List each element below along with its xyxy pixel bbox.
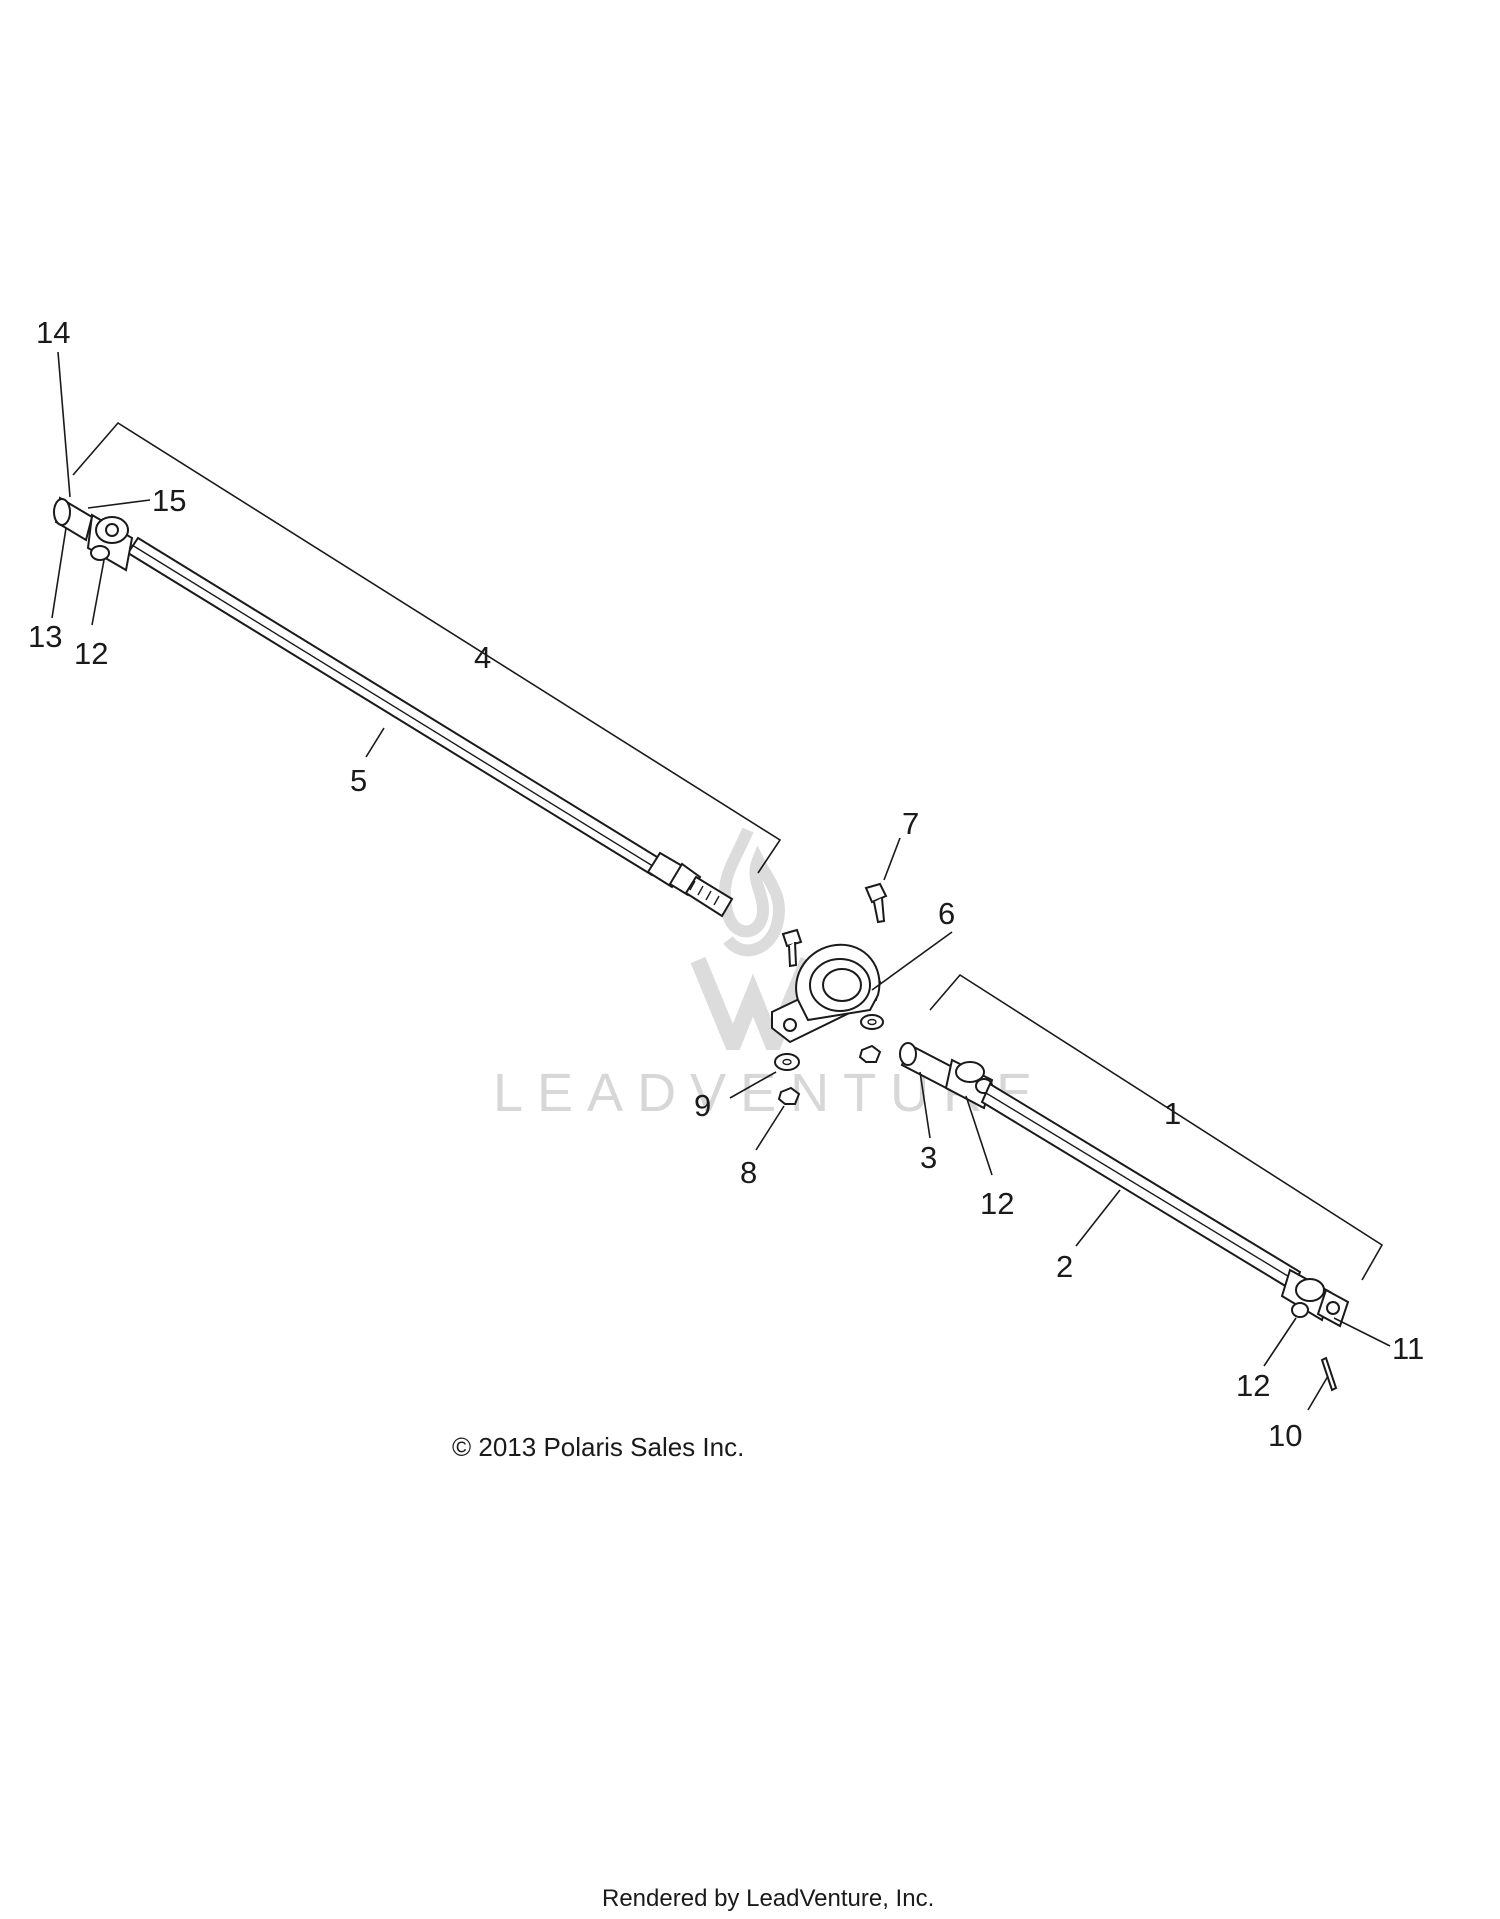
washer-left (774, 1053, 800, 1071)
leader-9 (729, 1071, 777, 1099)
leader-12c (1263, 1317, 1297, 1367)
callout-8: 8 (740, 1155, 757, 1190)
leader-7 (883, 837, 901, 881)
rear-driveshaft (899, 1042, 1350, 1328)
callout-7: 7 (902, 806, 919, 841)
assembly-bracket-4 (72, 421, 782, 874)
nut-right (858, 1044, 882, 1063)
leader-12b (965, 1095, 993, 1176)
bolt-left (781, 928, 803, 968)
callout-4: 4 (474, 640, 491, 675)
leader-2 (1075, 1189, 1121, 1247)
assembly-bracket-1 (929, 973, 1384, 1281)
copyright-notice: © 2013 Polaris Sales Inc. (452, 1432, 745, 1462)
callout-3: 3 (920, 1140, 937, 1175)
leader-10 (1307, 1375, 1329, 1411)
leader-8 (755, 1105, 785, 1151)
center-bearing (771, 943, 882, 1044)
callout-12a: 12 (74, 636, 108, 671)
callout-11: 11 (1392, 1331, 1424, 1366)
leader-11 (1333, 1317, 1391, 1347)
bolt-upper (864, 882, 888, 924)
callout-12b: 12 (980, 1186, 1014, 1221)
roll-pin (1320, 1356, 1338, 1392)
callout-2: 2 (1056, 1249, 1073, 1284)
callout-15: 15 (152, 483, 186, 518)
nut-left (777, 1086, 801, 1105)
washer-right (860, 1014, 884, 1030)
leader-15 (87, 499, 151, 509)
leader-12a (91, 559, 105, 626)
callout-14: 14 (36, 315, 70, 350)
callout-9: 9 (694, 1088, 711, 1123)
rendered-by-footer: Rendered by LeadVenture, Inc. (602, 1885, 935, 1912)
callout-5: 5 (350, 763, 367, 798)
callout-12c: 12 (1236, 1368, 1270, 1403)
leader-13 (51, 527, 67, 619)
callout-13: 13 (28, 619, 62, 654)
front-driveshaft (53, 496, 734, 918)
leader-14 (57, 351, 71, 498)
callout-6: 6 (938, 896, 955, 931)
leader-3 (919, 1071, 931, 1139)
callout-1: 1 (1164, 1096, 1181, 1131)
callout-10: 10 (1268, 1418, 1302, 1453)
leader-6 (871, 931, 953, 991)
leader-5 (365, 727, 385, 758)
